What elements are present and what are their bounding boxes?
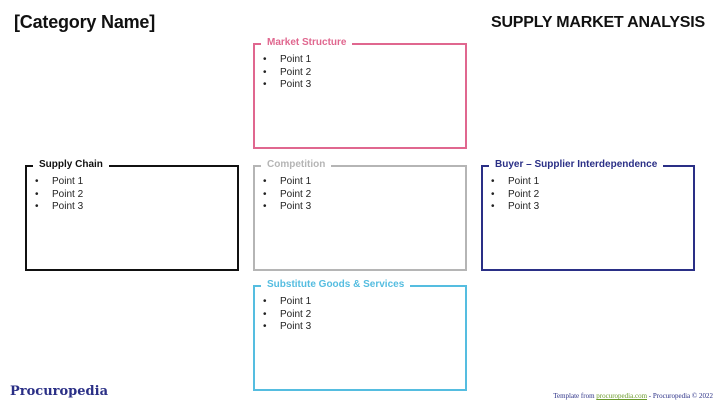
bullet-icon: • [491, 176, 495, 187]
competition-label: Competition [261, 158, 332, 172]
substitute-goods-box: Substitute Goods & Services •Point 1 •Po… [253, 278, 467, 391]
list-item: •Point 2 [263, 188, 312, 200]
list-item: •Point 1 [263, 296, 312, 307]
list-item: •Point 2 [263, 66, 312, 78]
buyer-supplier-list: •Point 1 •Point 2 •Point 3 [491, 176, 539, 214]
list-item: •Point 1 [263, 54, 312, 65]
bullet-icon: • [263, 188, 267, 200]
market-structure-label: Market Structure [261, 36, 353, 50]
list-item: •Point 3 [35, 201, 84, 212]
bullet-icon: • [263, 79, 267, 90]
bullet-icon: • [35, 201, 39, 212]
bullet-icon: • [263, 66, 267, 78]
list-item: •Point 1 [35, 176, 84, 187]
competition-box: Competition •Point 1 •Point 2 •Point 3 [253, 158, 467, 271]
procuropedia-link[interactable]: procuropedia.com [596, 392, 648, 400]
list-item: •Point 2 [263, 308, 312, 320]
procuropedia-logo: Procuropedia [10, 384, 108, 399]
category-name-title: [Category Name] [14, 12, 156, 32]
bullet-icon: • [491, 201, 495, 212]
buyer-supplier-label: Buyer – Supplier Interdependence [489, 158, 664, 172]
bullet-icon: • [263, 308, 267, 320]
bullet-icon: • [263, 54, 267, 65]
substitute-goods-label: Substitute Goods & Services [261, 278, 411, 292]
market-structure-list: •Point 1 •Point 2 •Point 3 [263, 54, 311, 92]
supply-chain-box: Supply Chain •Point 1 •Point 2 •Point 3 [25, 158, 239, 271]
bullet-icon: • [35, 176, 39, 187]
buyer-supplier-box: Buyer – Supplier Interdependence •Point … [481, 158, 695, 271]
bullet-icon: • [491, 188, 495, 200]
list-item: •Point 3 [263, 79, 312, 90]
bullet-icon: • [35, 188, 39, 200]
bullet-icon: • [263, 296, 267, 307]
page-title: SUPPLY MARKET ANALYSIS [490, 14, 705, 31]
list-item: •Point 3 [263, 201, 312, 212]
list-item: •Point 1 [491, 176, 540, 187]
bullet-icon: • [263, 321, 267, 332]
list-item: •Point 3 [263, 321, 312, 332]
supply-chain-list: •Point 1 •Point 2 •Point 3 [35, 176, 83, 214]
list-item: •Point 2 [35, 188, 84, 200]
footer-credit: Template from procuropedia.com - Procuro… [553, 392, 713, 400]
bullet-icon: • [263, 201, 267, 212]
list-item: •Point 2 [491, 188, 540, 200]
supply-chain-label: Supply Chain [33, 158, 109, 172]
list-item: •Point 3 [491, 201, 540, 212]
list-item: •Point 1 [263, 176, 312, 187]
competition-list: •Point 1 •Point 2 •Point 3 [263, 176, 311, 214]
bullet-icon: • [263, 176, 267, 187]
substitute-goods-list: •Point 1 •Point 2 •Point 3 [263, 296, 311, 334]
market-structure-box: Market Structure •Point 1 •Point 2 •Poin… [253, 36, 467, 149]
